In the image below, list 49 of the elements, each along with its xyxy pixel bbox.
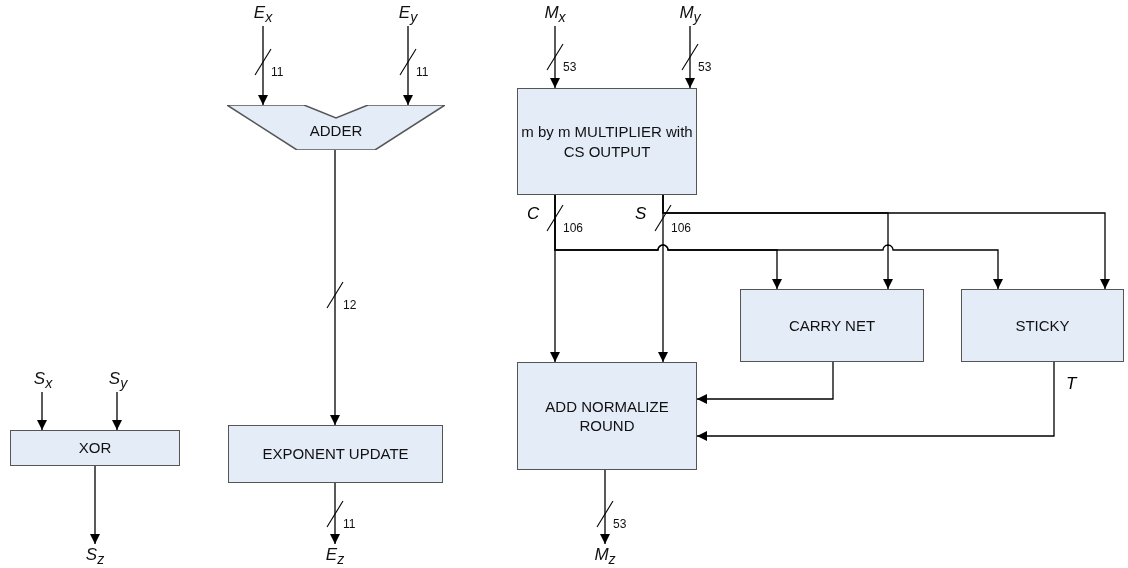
- signal-label: M$_{z}$: [592, 544, 618, 568]
- arrow: [403, 25, 413, 106]
- bus-width-label: 11: [343, 517, 356, 531]
- arrow: [696, 361, 834, 404]
- block-label: CARRY NET: [788, 315, 876, 336]
- logic-block: [10, 430, 180, 466]
- signal-label: M$_{x}$: [542, 2, 568, 26]
- arrow: [37, 391, 47, 431]
- bus-width-label: 53: [698, 60, 712, 74]
- arrow: [258, 25, 268, 106]
- signal-label: E$_{y}$: [395, 2, 421, 26]
- block-label: XOR: [78, 438, 112, 458]
- signal-label: S$_{y}$: [105, 368, 131, 392]
- arrow: [685, 25, 695, 89]
- arrow: [330, 149, 340, 426]
- block-label: ADD NORMALIZE ROUND: [544, 396, 670, 436]
- logic-block: [228, 425, 443, 483]
- signal-label: T: [1066, 374, 1077, 394]
- signal-label: M$_{y}$: [677, 2, 703, 26]
- signal-label: S$_{x}$: [30, 368, 56, 392]
- arrow: [554, 194, 1003, 290]
- bus-width-label: 53: [613, 517, 627, 531]
- arrow: [600, 469, 610, 545]
- bus-width-label: 53: [563, 60, 577, 74]
- logic-block: [961, 289, 1124, 362]
- bus-width-label: 106: [671, 221, 692, 235]
- block-label: STICKY: [1015, 315, 1070, 336]
- arrow: [90, 465, 100, 545]
- bus-width-label: 106: [563, 221, 584, 235]
- bus-width-label: 11: [416, 65, 429, 79]
- arrow: [330, 482, 340, 545]
- block-label: ADDER: [309, 121, 363, 141]
- bus-width-label: 11: [271, 65, 284, 79]
- logic-block: [517, 88, 697, 195]
- block-label: m by m MULTIPLIER with CS OUTPUT: [520, 122, 694, 161]
- signal-label: C: [527, 204, 540, 224]
- arrow: [662, 194, 1110, 290]
- block-label: EXPONENT UPDATE: [262, 444, 409, 464]
- adder-block: [227, 105, 445, 150]
- arrow: [696, 361, 1055, 441]
- arrow: [550, 25, 560, 89]
- arrow: [112, 391, 122, 431]
- signal-label: E$_{x}$: [250, 2, 276, 26]
- signal-label: S: [635, 204, 647, 224]
- signal-label: S$_{z}$: [82, 544, 108, 568]
- signal-label: E$_{z}$: [322, 544, 348, 568]
- logic-block: [740, 289, 924, 362]
- logic-block: [517, 362, 697, 470]
- bus-width-label: 12: [343, 298, 357, 312]
